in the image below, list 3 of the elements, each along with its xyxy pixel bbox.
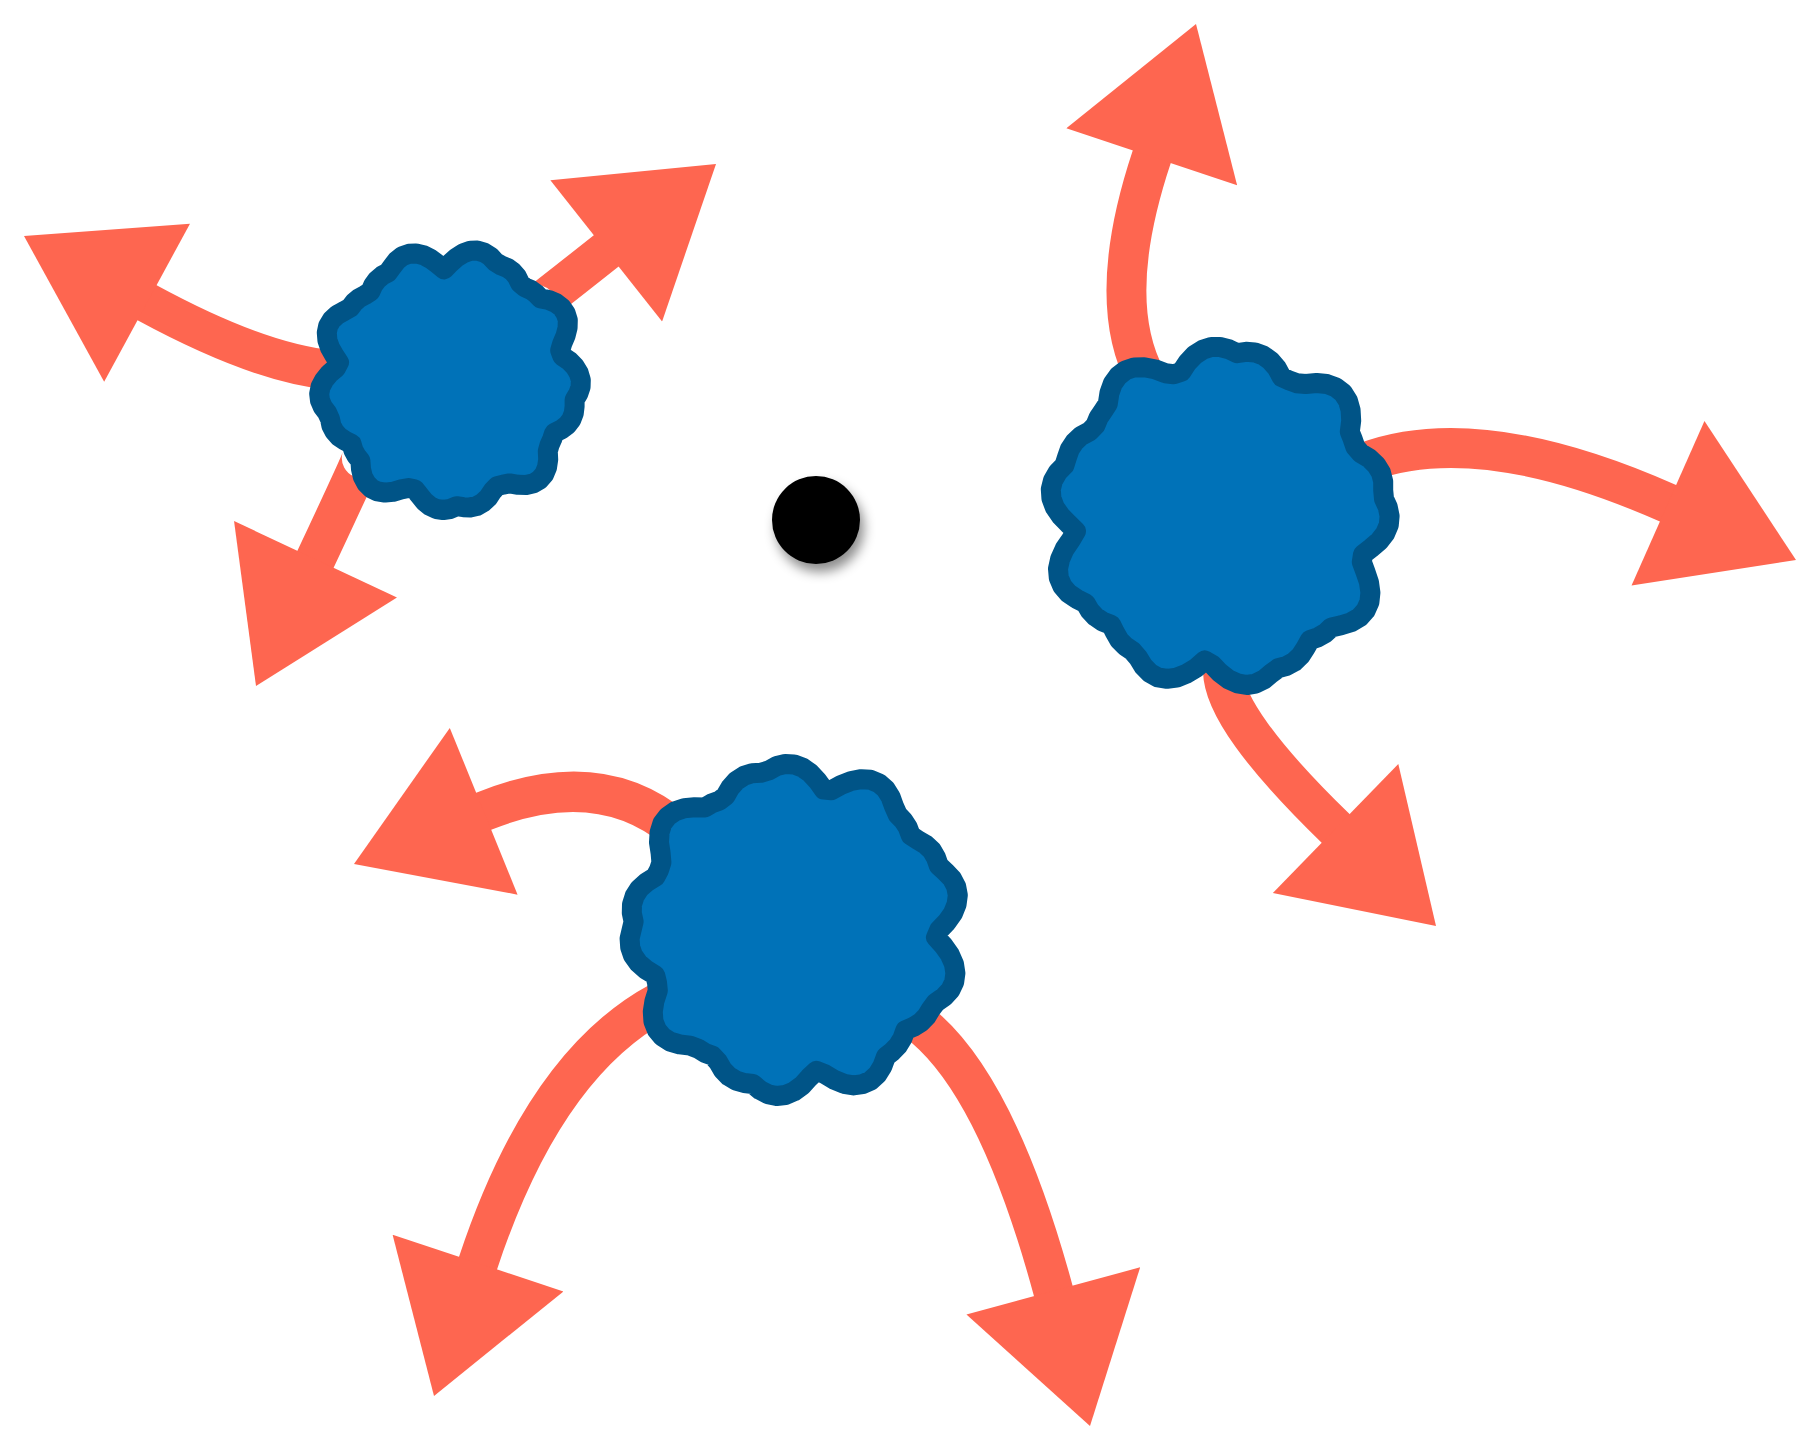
blob-shape xyxy=(306,236,594,524)
blob-shape xyxy=(1036,332,1404,700)
blob-shape xyxy=(614,750,974,1110)
